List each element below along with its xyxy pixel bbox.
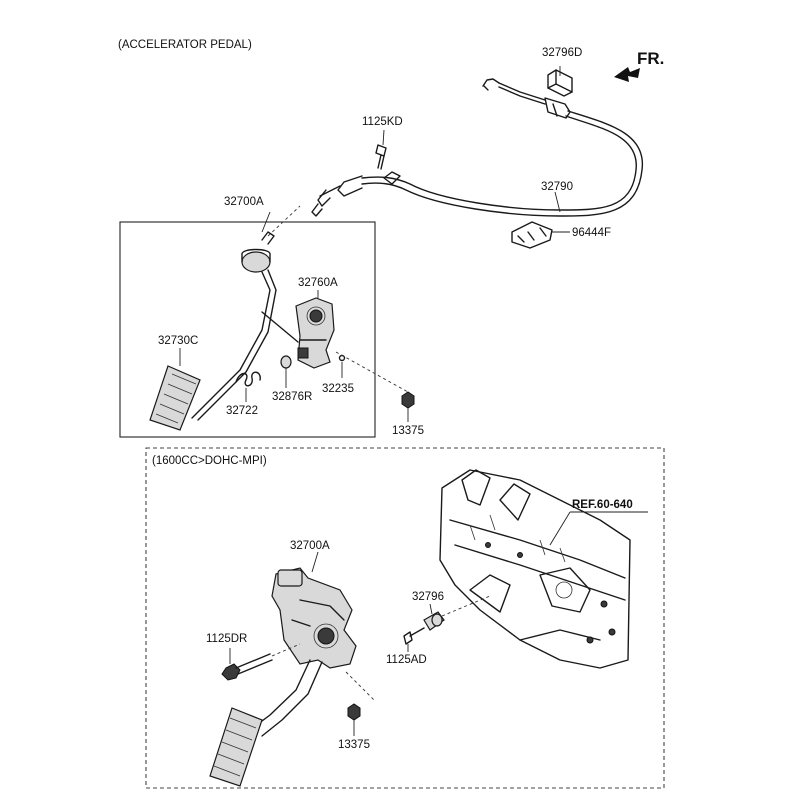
lower-assembly-title: (1600CC>DOHC-MPI) — [152, 455, 267, 467]
upper-assembly-frame — [119, 221, 376, 438]
bracket-32760A: 32760A — [295, 277, 338, 369]
clip-96444F: 96444F — [511, 221, 611, 249]
label-32760A: 32760A — [298, 277, 338, 289]
bushing-32876R: 32876R — [272, 355, 312, 403]
nut-13375-lower: 13375 — [338, 671, 375, 751]
diagram-title: (ACCELERATOR PEDAL) — [118, 39, 252, 51]
cable-label-group: 32790 — [541, 181, 573, 213]
bolt-1125DR: 1125DR — [206, 633, 301, 681]
label-32796D: 32796D — [542, 47, 582, 59]
label-32700A-upper: 32700A — [224, 196, 264, 208]
front-arrow-icon — [614, 67, 640, 82]
label-32876R: 32876R — [272, 391, 312, 403]
label-32796: 32796 — [412, 591, 444, 603]
cable-clip-32796D: 32796D — [542, 47, 582, 97]
label-32722: 32722 — [226, 405, 258, 417]
label-32730C: 32730C — [158, 335, 198, 347]
stopper-32235: 32235 — [322, 354, 354, 395]
pedal-pad-32730C: 32730C — [149, 335, 201, 431]
label-32790: 32790 — [541, 181, 573, 193]
label-96444F: 96444F — [572, 227, 611, 239]
spring-32722: 32722 — [226, 371, 261, 417]
label-32235: 32235 — [322, 383, 354, 395]
pedal-arm-upper — [191, 205, 301, 421]
label-13375-lower: 13375 — [338, 739, 370, 751]
label-13375-upper: 13375 — [392, 425, 424, 437]
label-1125AD: 1125AD — [386, 654, 427, 666]
front-label: FR. — [637, 49, 664, 68]
stopper-32796: 32796 — [412, 591, 491, 631]
pedal-assembly-lower: 32700A — [209, 540, 357, 787]
label-1125DR: 1125DR — [206, 633, 247, 645]
ref-callout: REF.60-640 — [549, 499, 648, 546]
body-panel — [439, 469, 631, 669]
bolt-1125AD: 1125AD — [386, 627, 427, 666]
label-1125KD: 1125KD — [362, 116, 403, 128]
nut-13375-upper: 13375 — [335, 351, 424, 437]
accelerator-cable — [311, 78, 643, 217]
lower-assembly-frame — [145, 447, 665, 789]
bolt-1125KD: 1125KD — [362, 116, 403, 170]
label-32700A-lower: 32700A — [290, 540, 330, 552]
label-ref-60-640: REF.60-640 — [572, 499, 633, 511]
front-direction-indicator: FR. — [614, 49, 664, 82]
